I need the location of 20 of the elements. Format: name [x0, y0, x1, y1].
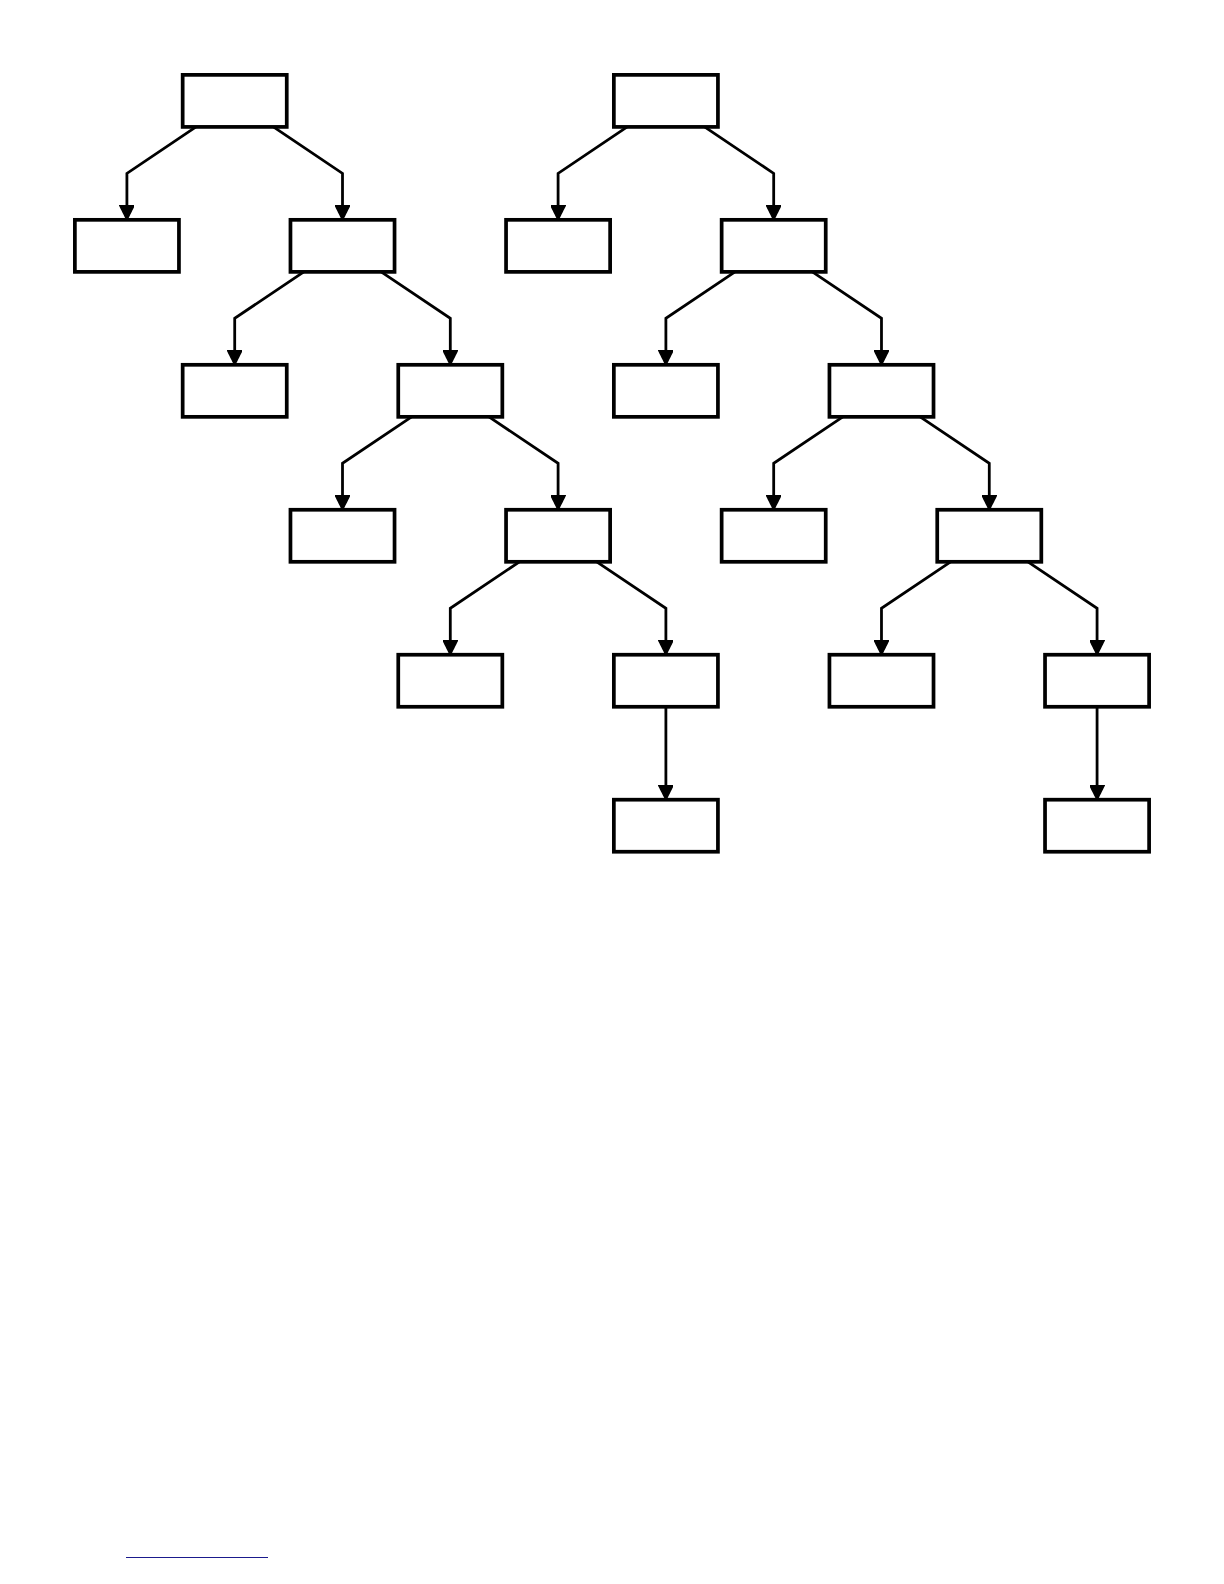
- node-box: [504, 218, 612, 274]
- node-box: [719, 507, 828, 564]
- node-box: [396, 652, 505, 709]
- node-box: [612, 73, 720, 129]
- node-box: [935, 507, 1044, 564]
- node-box: [1043, 797, 1151, 854]
- node-box: [288, 507, 397, 564]
- node-box: [719, 218, 828, 274]
- node-box: [180, 73, 289, 129]
- node-box: [827, 362, 936, 419]
- node-box: [73, 218, 181, 274]
- node-box: [612, 652, 720, 709]
- node-box: [180, 362, 289, 419]
- node-box: [612, 797, 720, 854]
- node-box: [1043, 652, 1151, 709]
- node-box: [827, 652, 936, 709]
- node-box: [612, 362, 720, 419]
- node-box: [288, 218, 397, 274]
- node-box: [396, 362, 505, 419]
- node-box: [504, 507, 612, 564]
